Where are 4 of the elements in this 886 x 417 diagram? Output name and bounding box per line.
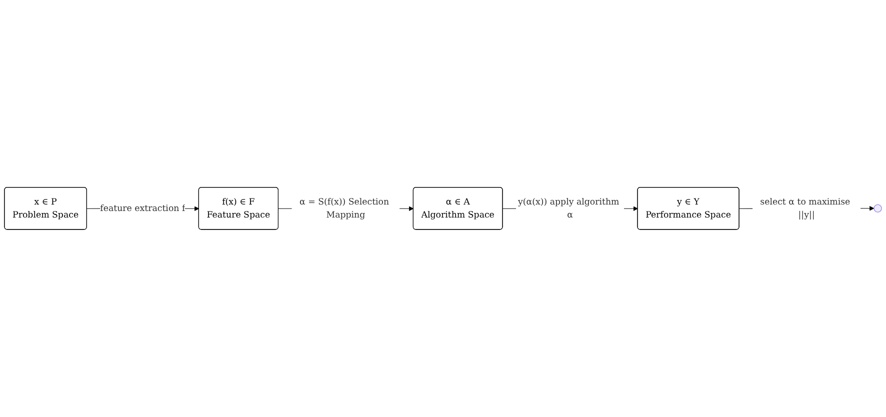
edge-label: y(α(x)) apply algorithm α <box>518 196 620 220</box>
edge-label: α = S(f(x)) Selection Mapping <box>300 196 390 220</box>
edge-label: select α to maximise ||y|| <box>760 196 850 220</box>
edge-label: feature extraction f <box>100 203 186 214</box>
